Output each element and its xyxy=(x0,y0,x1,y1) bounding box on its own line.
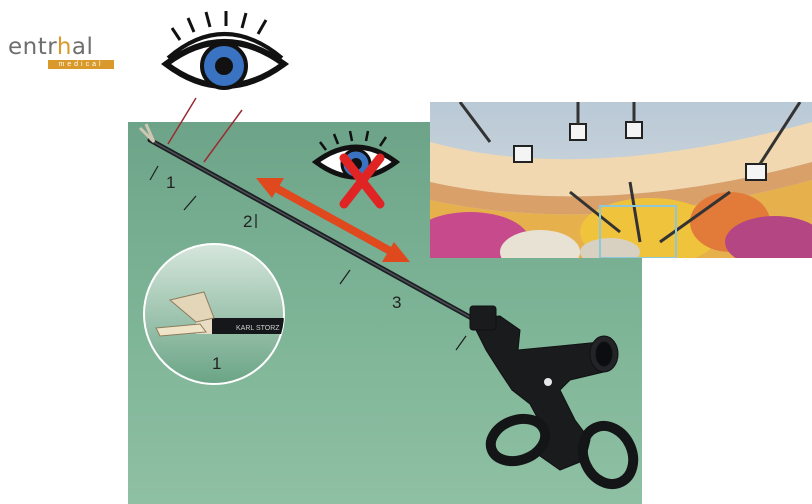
label-tip: 1 xyxy=(166,174,175,192)
brand-engraving: KARL STORZ xyxy=(236,325,280,332)
instrument-jaws xyxy=(140,124,154,142)
label-middle: 2 xyxy=(243,213,252,231)
crossed-eye-icon xyxy=(316,131,396,204)
double-arrow-icon xyxy=(256,178,410,262)
label-distal: 3 xyxy=(392,294,401,312)
sight-lines xyxy=(168,98,242,162)
instrument-handle xyxy=(470,306,642,492)
eye-icon xyxy=(166,11,284,88)
inset-label: 1 xyxy=(212,354,221,374)
